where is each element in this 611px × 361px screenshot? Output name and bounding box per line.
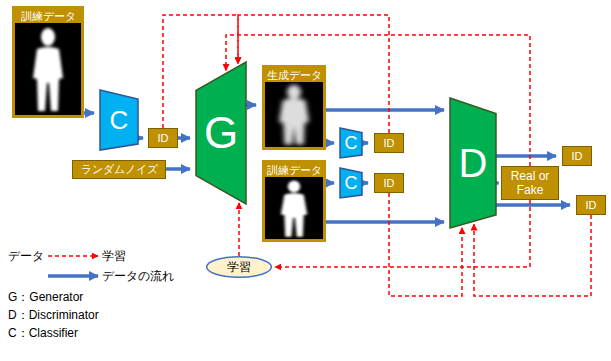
node-text: 学習 xyxy=(227,259,251,276)
classifier-block: C xyxy=(340,128,362,158)
node-text: ID xyxy=(572,150,583,162)
node-text: ID xyxy=(158,132,169,144)
learning-arrow xyxy=(474,215,591,296)
legend-text: データの流れ xyxy=(102,269,174,283)
data-flow-arrow xyxy=(178,136,190,140)
training-image-box: 訓練データ xyxy=(12,6,84,118)
node-text: C xyxy=(345,174,358,192)
generated-image-box: 生成データ xyxy=(262,65,326,150)
data-flow-arrow xyxy=(246,103,256,107)
image-caption: 生成データ xyxy=(265,68,323,82)
legend-swatch xyxy=(48,274,98,278)
silhouette-image xyxy=(15,23,81,115)
data-flow-arrow xyxy=(496,203,570,207)
generator-block: G xyxy=(196,62,246,204)
node-text: ID xyxy=(384,177,395,189)
data-flow-arrow xyxy=(496,154,556,158)
abbreviation-note: D：Discriminator xyxy=(8,308,99,322)
learning-arrow xyxy=(238,15,389,133)
id-box: ID xyxy=(374,133,404,153)
id-box: ID xyxy=(562,146,592,166)
training-image-box: 訓練データ xyxy=(262,160,326,242)
learning-arrow xyxy=(238,203,240,256)
node-text: Real or Fake xyxy=(502,169,558,197)
legend-text: 学習 xyxy=(102,249,126,263)
data-flow-arrow xyxy=(326,141,334,145)
data-flow-arrow xyxy=(166,167,190,171)
classifier-block: C xyxy=(100,90,138,150)
data-flow-arrow xyxy=(362,141,368,145)
node-text: ID xyxy=(384,137,395,149)
abbreviation-note: G：Generator xyxy=(8,290,83,304)
node-text: ID xyxy=(586,199,597,211)
silhouette-image xyxy=(265,177,323,239)
data-flow-arrow xyxy=(326,181,334,185)
id-box: ID xyxy=(374,173,404,193)
real-fake-box: Real or Fake xyxy=(501,166,559,200)
classifier-block: C xyxy=(340,168,362,198)
generated-silhouette-image xyxy=(265,82,323,147)
legend-text: データ xyxy=(8,249,44,263)
image-caption: 訓練データ xyxy=(265,163,323,177)
node-text: G xyxy=(204,111,238,155)
node-text: D xyxy=(459,143,488,183)
node-text: C xyxy=(110,107,129,133)
data-flow-arrow xyxy=(326,220,444,224)
noise-box: ランダムノイズ xyxy=(72,160,166,179)
data-flow-arrow xyxy=(362,181,368,185)
learning-ellipse: 学習 xyxy=(206,256,272,278)
id-box: ID xyxy=(148,128,178,148)
abbreviation-note: C：Classifier xyxy=(8,326,78,340)
data-flow-arrow xyxy=(326,108,444,112)
data-flow-arrow xyxy=(84,111,94,115)
id-box: ID xyxy=(576,195,606,215)
node-text: C xyxy=(345,134,358,152)
legend-swatch xyxy=(48,255,98,257)
node-text: ランダムノイズ xyxy=(81,162,158,177)
image-caption: 訓練データ xyxy=(15,9,81,23)
discriminator-block: D xyxy=(450,98,496,228)
